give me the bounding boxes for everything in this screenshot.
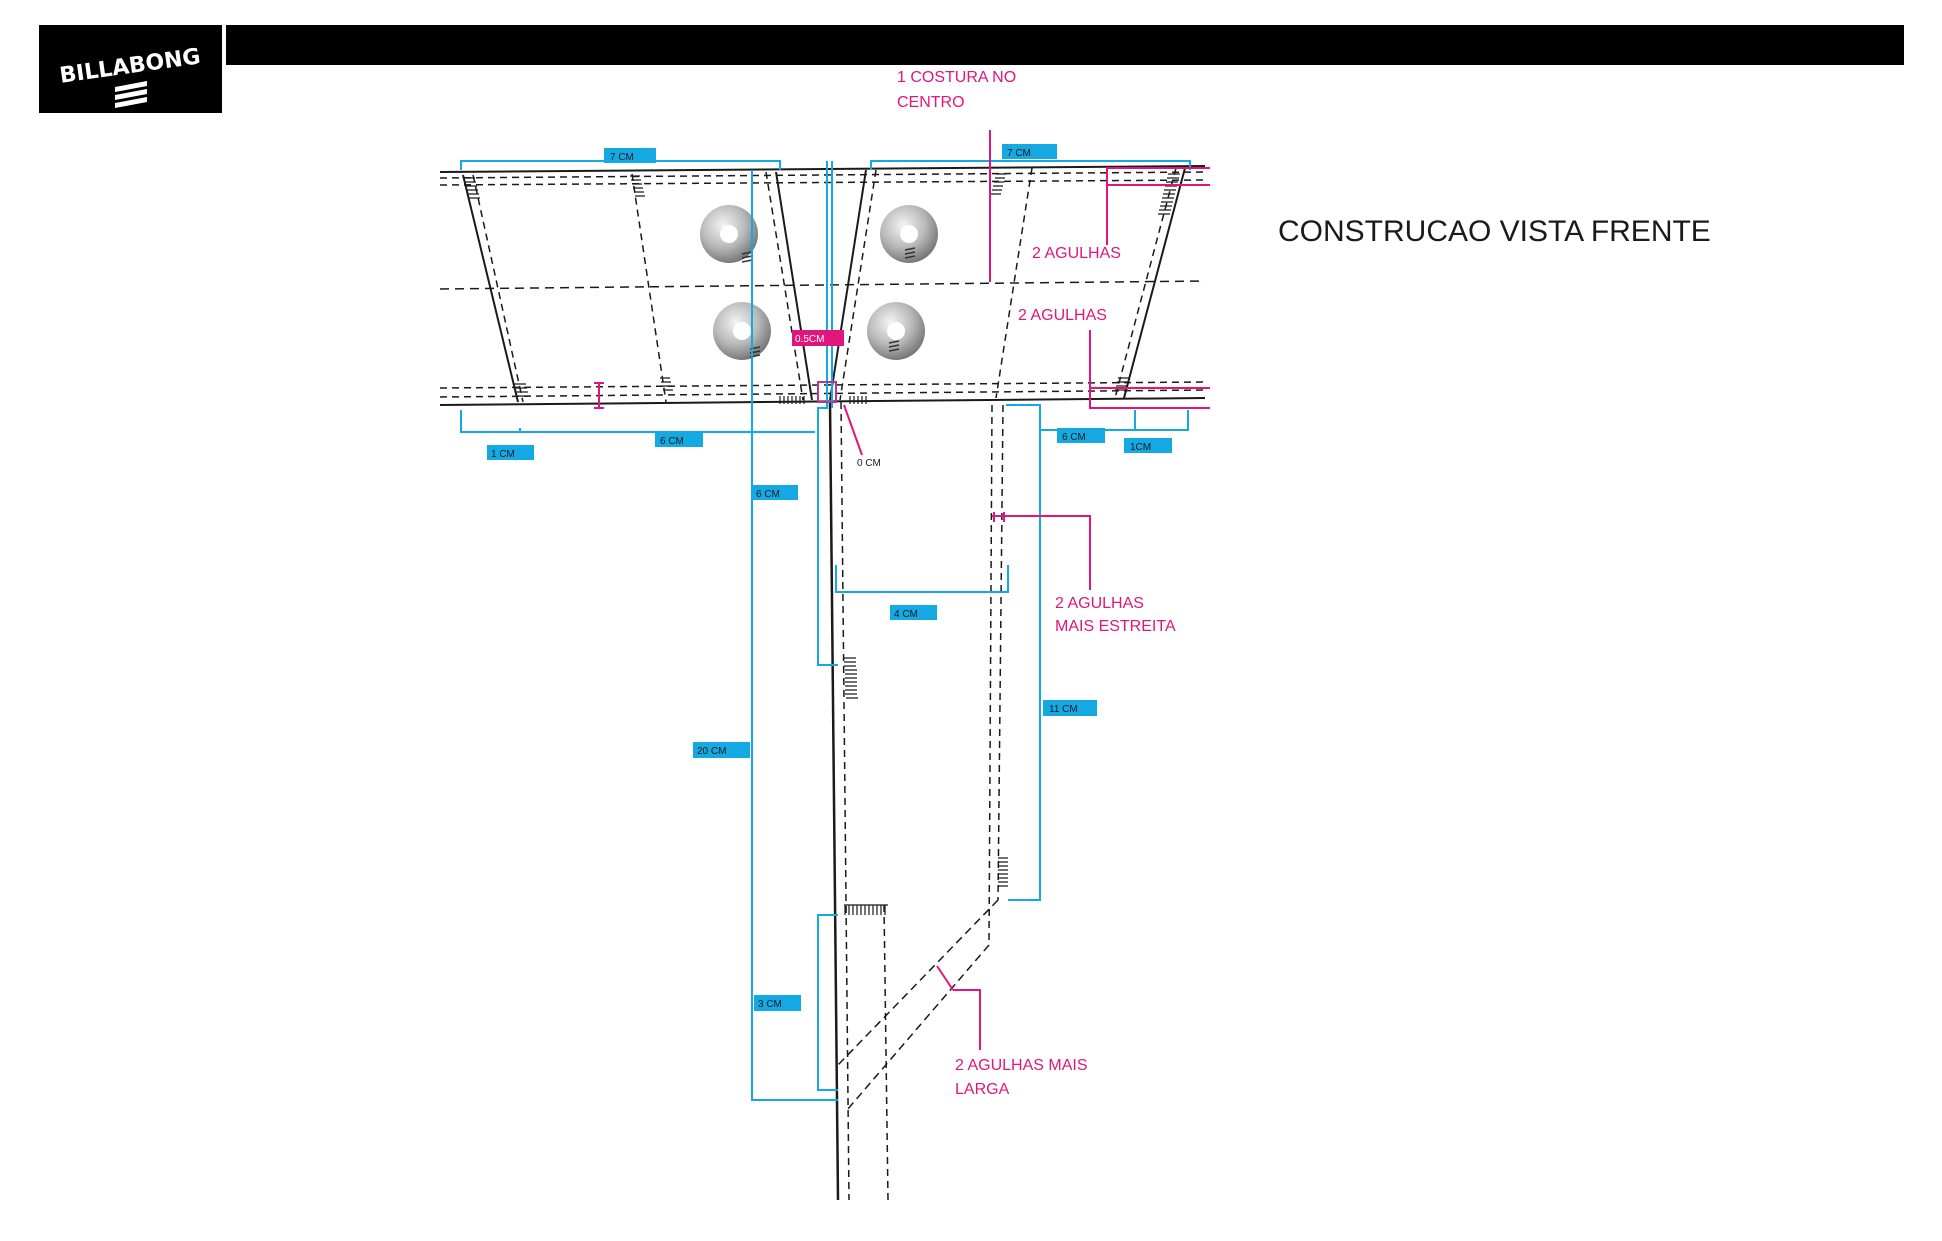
dim-fly-6cm: 6 CM xyxy=(752,485,798,500)
svg-text:7 CM: 7 CM xyxy=(1007,148,1031,159)
dim-bottom-right-1cm: 1CM xyxy=(1124,438,1172,453)
callout-two-needles-top: 2 AGULHAS xyxy=(1032,245,1121,262)
svg-text:0.5CM: 0.5CM xyxy=(795,334,824,345)
brand-logo: BILLABONG xyxy=(39,25,222,113)
svg-text:6 CM: 6 CM xyxy=(756,489,780,500)
dim-fly-4cm: 4 CM xyxy=(890,605,937,620)
callout-two-needles-mid: 2 AGULHAS xyxy=(1018,307,1107,324)
header-bar xyxy=(226,25,1904,65)
billabong-logo-icon: BILLABONG xyxy=(58,44,202,108)
waistband xyxy=(439,165,1206,406)
svg-text:1CM: 1CM xyxy=(1130,442,1151,453)
dim-center-0cm: 0 CM xyxy=(857,458,881,469)
callout-two-needles-wide: 2 AGULHAS MAIS LARGA xyxy=(955,1057,1092,1098)
svg-text:7 CM: 7 CM xyxy=(610,152,634,163)
dim-fly-11cm: 11 CM xyxy=(1043,700,1097,716)
svg-text:11 CM: 11 CM xyxy=(1049,704,1078,715)
dim-fly-3cm: 3 CM xyxy=(754,995,801,1011)
dim-bottom-right-6cm: 6 CM xyxy=(1057,428,1105,443)
svg-text:20 CM: 20 CM xyxy=(697,746,726,757)
belt-loops xyxy=(462,167,1186,403)
rivet-icon xyxy=(880,205,938,263)
dim-top-left-7cm: 7 CM xyxy=(604,148,656,163)
svg-text:4 CM: 4 CM xyxy=(894,609,918,620)
callout-two-needles-narrow: 2 AGULHAS MAIS ESTREITA xyxy=(1055,595,1176,635)
rivet-icon xyxy=(700,205,758,263)
dim-bottom-left-6cm: 6 CM xyxy=(655,432,703,447)
dim-top-right-7cm: 7 CM xyxy=(1002,144,1057,159)
rivet-icon xyxy=(713,302,771,360)
callout-lines xyxy=(594,130,1210,1050)
svg-text:3 CM: 3 CM xyxy=(758,999,782,1010)
svg-text:6 CM: 6 CM xyxy=(660,436,684,447)
dimension-tags: 7 CM 7 CM 1 CM 6 CM 6 CM 1CM 0.5CM 0 CM xyxy=(487,144,1172,1011)
bartacks xyxy=(463,173,1180,404)
page-title: CONSTRUCAO VISTA FRENTE xyxy=(1278,215,1711,248)
fly-construction xyxy=(828,401,1008,1201)
svg-text:1 CM: 1 CM xyxy=(491,449,515,460)
rivet-icon xyxy=(867,302,925,360)
callout-center-seam: 1 COSTURA NO CENTRO xyxy=(897,69,1021,111)
dim-bottom-left-1cm: 1 CM xyxy=(487,445,534,460)
dim-center-05cm: 0.5CM xyxy=(792,330,844,346)
callout-texts: 1 COSTURA NO CENTRO 2 AGULHAS 2 AGULHAS … xyxy=(897,69,1176,1098)
svg-text:6 CM: 6 CM xyxy=(1062,432,1086,443)
dim-fly-20cm: 20 CM xyxy=(693,742,750,758)
svg-text:0 CM: 0 CM xyxy=(857,458,881,469)
